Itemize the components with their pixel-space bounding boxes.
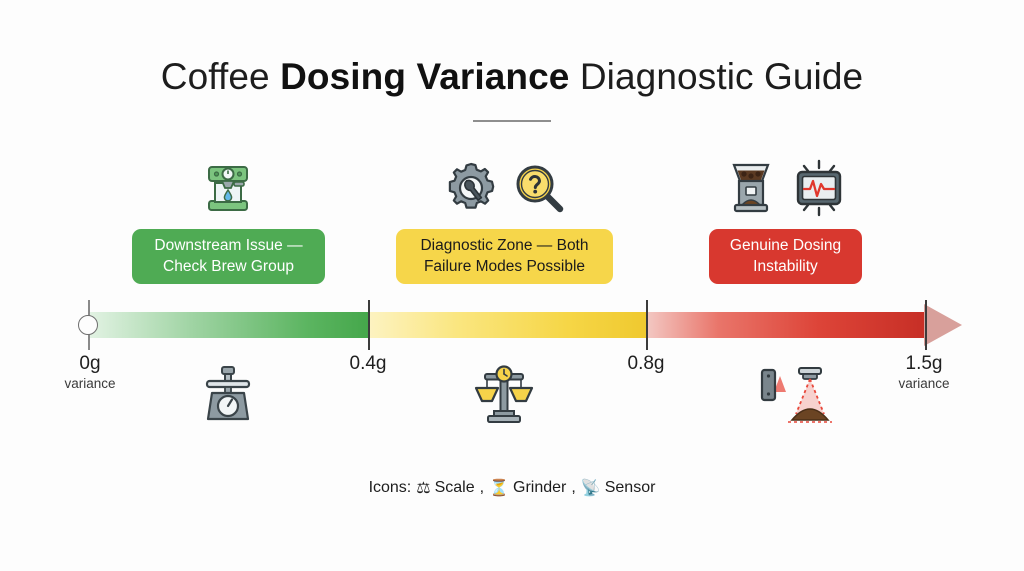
zone-label-green-line1: Downstream Issue —: [154, 236, 303, 254]
zone-icon-row: [0, 152, 1024, 224]
zone-label-red-line2: Instability: [753, 257, 818, 275]
axis-label-0g: 0g variance: [38, 353, 142, 392]
zone-icons-yellow: [425, 152, 585, 224]
title-divider: [473, 120, 551, 122]
title-emphasis: Dosing Variance: [280, 56, 570, 97]
legend-item-scale: ⚖ Scale: [416, 478, 474, 498]
legend-label-grinder: Grinder: [513, 479, 567, 496]
icon-legend: Icons: ⚖ Scale , ⏳ Grinder , 📡 Sensor: [0, 478, 1024, 498]
spectrum-tick-15g: [925, 300, 927, 350]
axis-label-08g: 0.8g: [596, 353, 696, 375]
legend-label-sensor: Sensor: [604, 479, 656, 496]
axis-sub-0g: variance: [64, 375, 116, 391]
legend-prefix: Icons:: [368, 479, 412, 496]
kitchen-scale-icon: [182, 356, 274, 432]
axis-value-08g: 0.8g: [627, 353, 665, 374]
legend-label-scale: Scale: [434, 479, 475, 496]
title-block: Coffee Dosing Variance Diagnostic Guide: [0, 56, 1024, 122]
legend-item-sensor: 📡 Sensor: [581, 478, 656, 498]
zone-icons-red: [705, 152, 865, 224]
magnifier-question-icon: [510, 159, 568, 217]
axis-label-15g: 1.5g variance: [872, 353, 976, 392]
axis-label-04g: 0.4g: [318, 353, 418, 375]
title-part-2: Diagnostic Guide: [569, 56, 864, 97]
zone-label-yellow-line1: Diagnostic Zone — Both: [420, 236, 589, 254]
under-bar-icon-row: [0, 356, 1024, 432]
spectrum-tick-08g: [646, 300, 648, 350]
zone-label-yellow-line2: Failure Modes Possible: [423, 257, 586, 275]
axis-sub-15g: variance: [898, 375, 950, 391]
coffee-grinder-icon: [722, 157, 780, 219]
spectrum-tick-04g: [368, 300, 370, 350]
spectrum-segment-yellow: [368, 312, 646, 338]
zone-icons-green: [148, 152, 308, 224]
axis-label-row: 0g variance 0.4g 0.8g 1.5g variance: [0, 353, 1024, 403]
title-part-1: Coffee: [160, 56, 281, 97]
zone-label-yellow: Diagnostic Zone — Both Failure Modes Pos…: [396, 229, 613, 284]
espresso-machine-icon: [197, 157, 259, 219]
waveform-monitor-icon: [790, 157, 848, 219]
zone-label-row: Downstream Issue — Check Brew Group Diag…: [0, 229, 1024, 285]
scale-icon: ⚖: [416, 480, 431, 497]
axis-value-15g: 1.5g: [905, 353, 943, 374]
sensor-icon: 📡: [580, 480, 601, 497]
page-title: Coffee Dosing Variance Diagnostic Guide: [0, 56, 1024, 98]
legend-item-grinder: ⏳ Grinder: [489, 478, 566, 498]
spectrum-segment-red: [646, 312, 925, 338]
laser-sensor-icon: [742, 356, 846, 432]
spectrum-arrow-head-icon: [924, 304, 962, 346]
balance-scale-icon: [456, 356, 552, 432]
axis-value-0g: 0g: [79, 353, 101, 374]
zone-label-green: Downstream Issue — Check Brew Group: [132, 229, 325, 284]
zone-label-red-line1: Genuine Dosing: [729, 236, 842, 254]
grinder-icon: ⏳: [489, 480, 509, 497]
spectrum-segment-green: [88, 312, 368, 338]
spectrum-start-marker: [78, 315, 98, 335]
axis-value-04g: 0.4g: [349, 353, 387, 374]
legend-separator-2: ,: [571, 479, 576, 496]
zone-label-red: Genuine Dosing Instability: [709, 229, 862, 284]
zone-label-green-line2: Check Brew Group: [163, 257, 294, 275]
variance-spectrum-bar: [0, 300, 1024, 352]
legend-separator-1: ,: [479, 479, 485, 496]
gear-wrench-icon: [442, 159, 500, 217]
